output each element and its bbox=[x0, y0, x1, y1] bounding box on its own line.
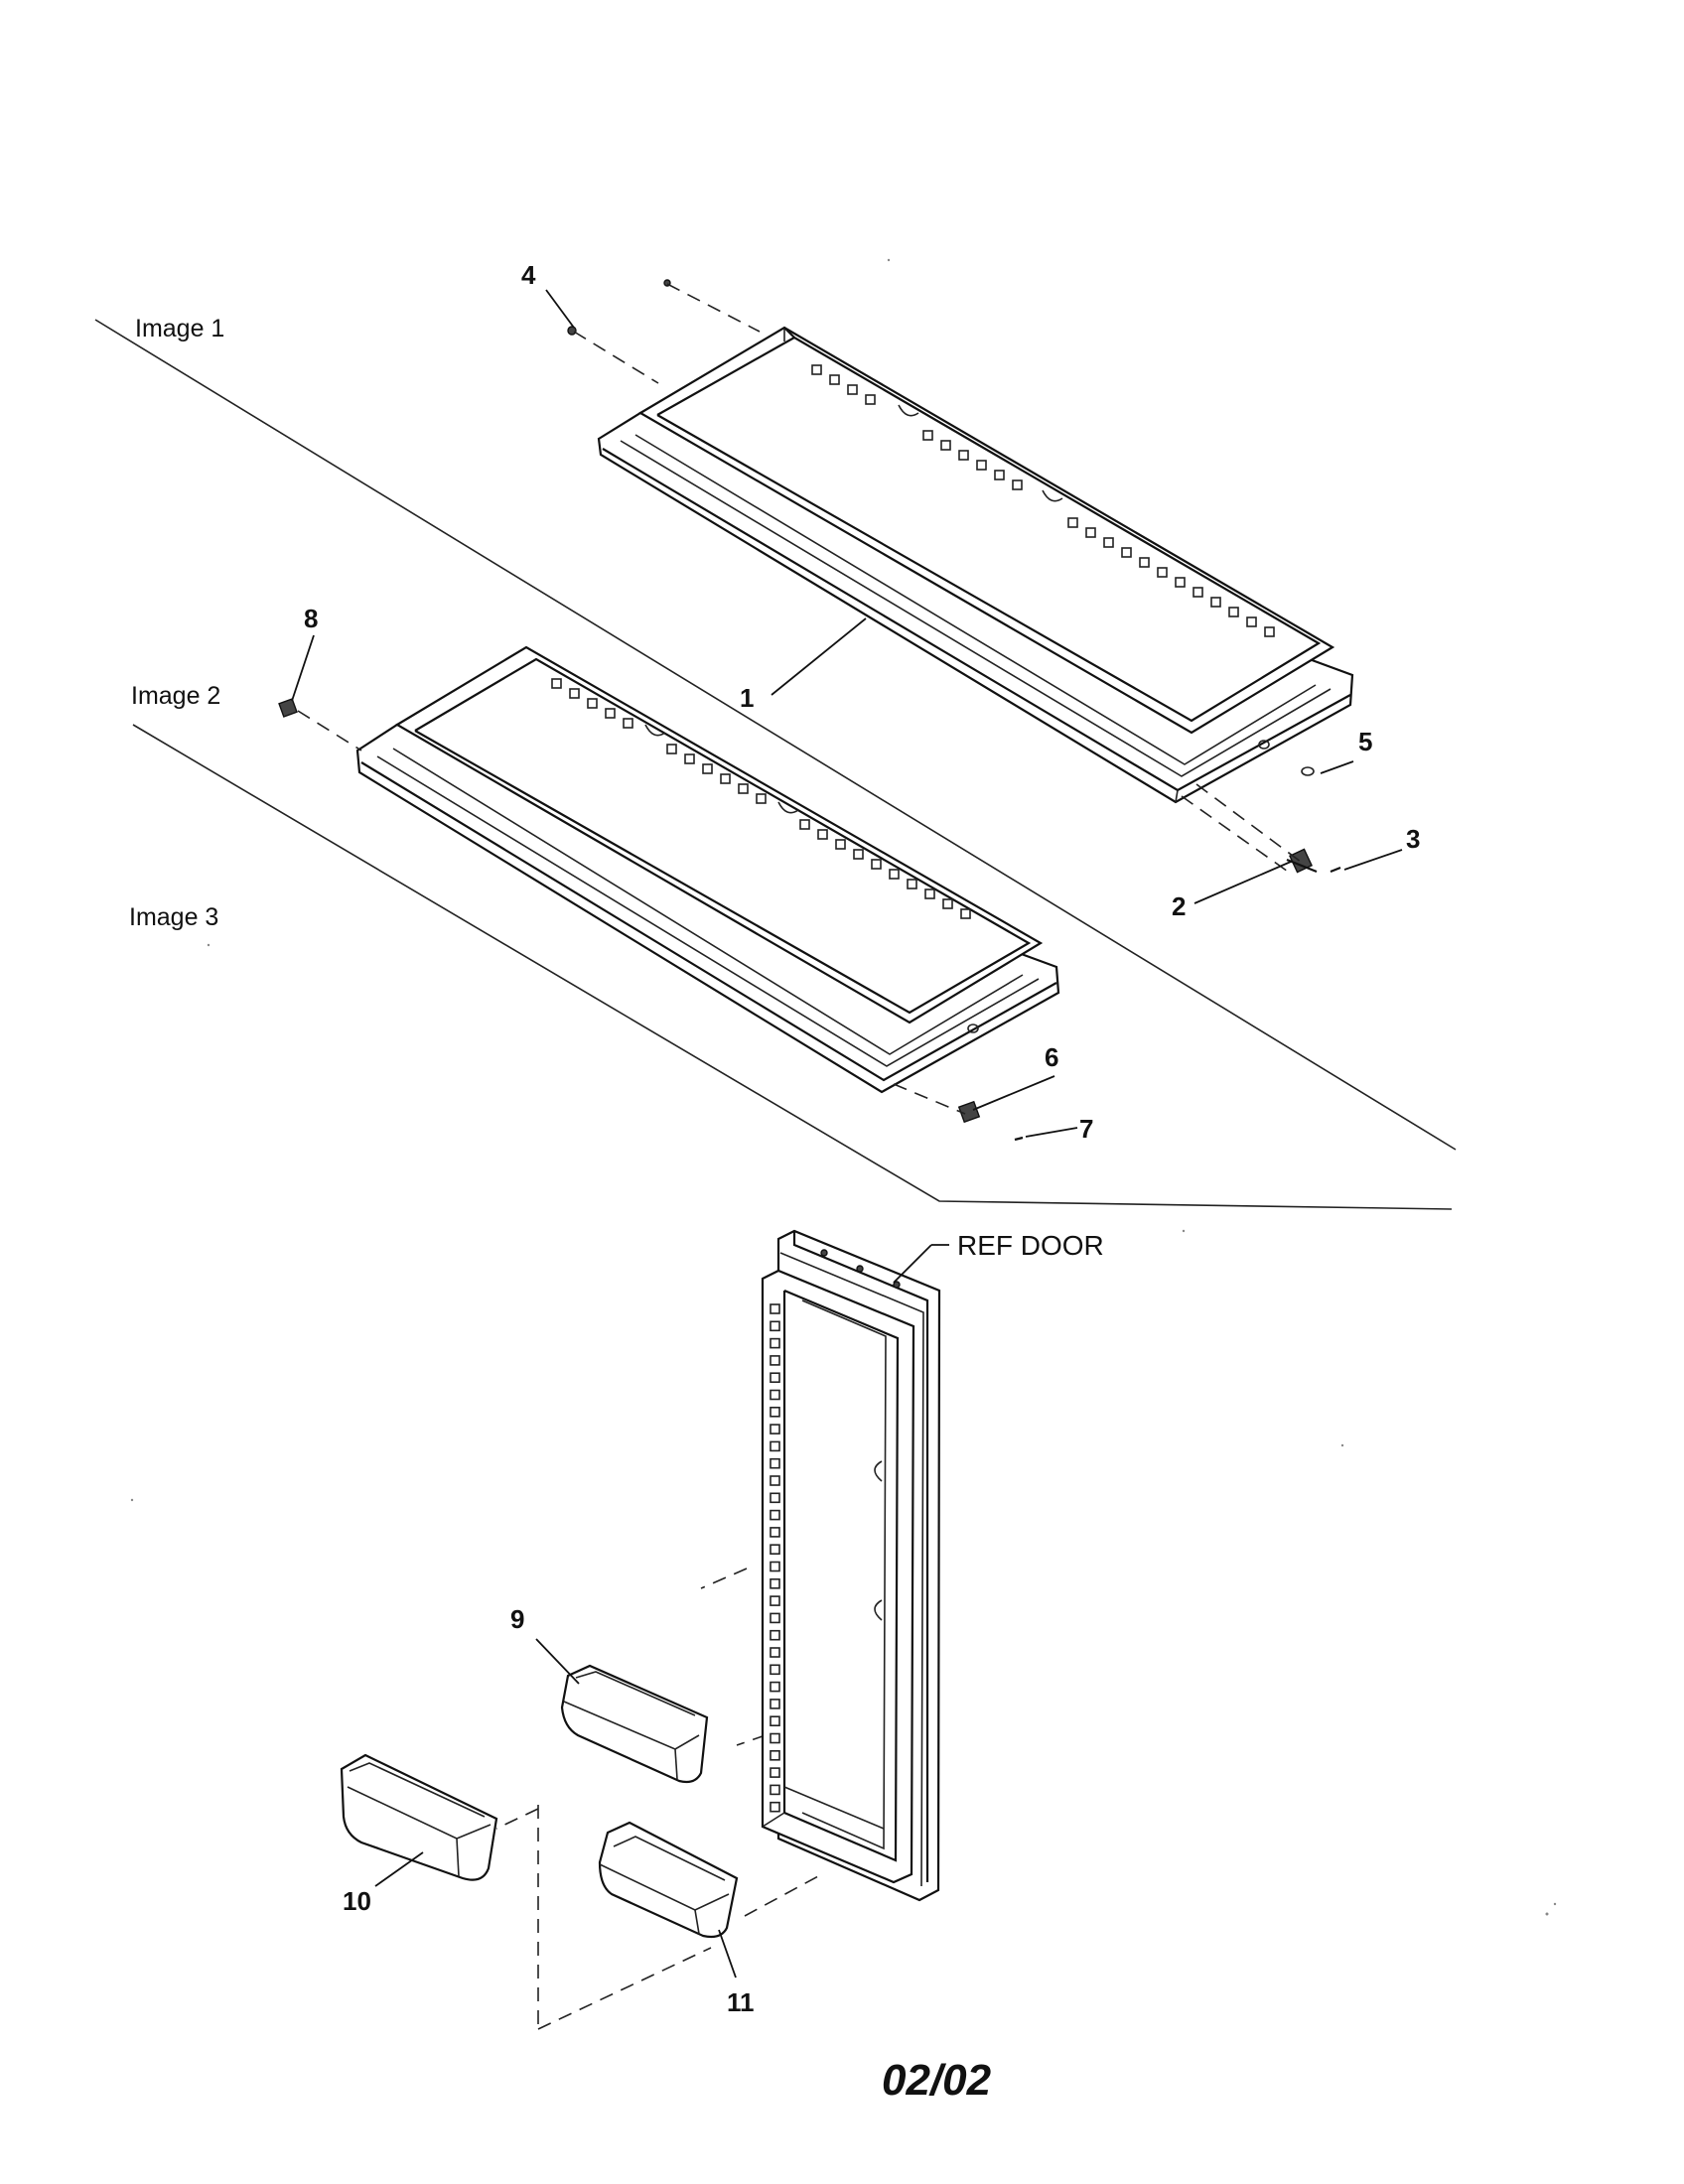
door-notch bbox=[770, 1372, 780, 1383]
door-notch bbox=[770, 1595, 780, 1606]
door-shelf-image-1 bbox=[597, 326, 1354, 804]
door-notch bbox=[770, 1681, 780, 1693]
callout-9: 9 bbox=[510, 1604, 524, 1634]
door-shelf-notches bbox=[770, 1303, 780, 1813]
door-notch bbox=[770, 1578, 780, 1589]
callout-3: 3 bbox=[1406, 824, 1420, 854]
callout-2: 2 bbox=[1172, 891, 1186, 921]
door-notch bbox=[770, 1561, 780, 1572]
door-notch bbox=[770, 1801, 780, 1813]
door-notch bbox=[770, 1355, 780, 1366]
screw-part-3 bbox=[1330, 866, 1341, 874]
door-bin-9 bbox=[560, 1664, 709, 1784]
door-notch bbox=[770, 1389, 780, 1401]
callout-5: 5 bbox=[1358, 727, 1372, 756]
refrigerator-door bbox=[761, 1229, 941, 1902]
door-notch bbox=[770, 1407, 780, 1418]
door-notch bbox=[770, 1647, 780, 1658]
callout-11: 11 bbox=[727, 1987, 755, 2017]
door-notch bbox=[770, 1732, 780, 1744]
screw-part-4 bbox=[567, 326, 577, 336]
section-label-image-1: Image 1 bbox=[135, 315, 224, 342]
ref-door-label: REF DOOR bbox=[957, 1230, 1104, 1261]
section-label-image-2: Image 2 bbox=[131, 682, 220, 710]
door-notch bbox=[770, 1664, 780, 1676]
callout-10: 10 bbox=[343, 1886, 371, 1916]
door-notch bbox=[770, 1612, 780, 1624]
section-label-image-3: Image 3 bbox=[129, 903, 218, 931]
door-notch bbox=[770, 1767, 780, 1778]
door-shelf-image-2 bbox=[355, 645, 1060, 1094]
ref-door-leader bbox=[893, 1244, 932, 1284]
screw-part-7 bbox=[1014, 1136, 1024, 1142]
door-notch bbox=[770, 1784, 780, 1796]
door-notch bbox=[770, 1699, 780, 1709]
door-notch bbox=[770, 1440, 780, 1452]
section-divider-lines bbox=[94, 319, 1457, 1210]
vent-slots-upper bbox=[811, 364, 1275, 637]
hinge-part-2 bbox=[1286, 848, 1318, 874]
door-notch bbox=[770, 1715, 780, 1726]
door-notch bbox=[770, 1303, 780, 1314]
door-notch bbox=[770, 1337, 780, 1349]
door-notch bbox=[770, 1492, 780, 1504]
callout-6: 6 bbox=[1045, 1042, 1058, 1072]
callout-leaders bbox=[291, 289, 1403, 1979]
door-notch bbox=[770, 1509, 780, 1521]
hardware-parts bbox=[278, 279, 1341, 1142]
page-number: 02/02 bbox=[882, 2056, 992, 2105]
callout-1: 1 bbox=[740, 683, 754, 713]
door-notch bbox=[770, 1457, 780, 1469]
door-notch bbox=[770, 1424, 780, 1434]
vent-slots-lower bbox=[551, 678, 971, 919]
bushing-part-8 bbox=[278, 698, 298, 718]
door-notch bbox=[770, 1544, 780, 1555]
washer-part-5 bbox=[1301, 766, 1315, 776]
callout-7: 7 bbox=[1079, 1114, 1093, 1144]
door-notch bbox=[770, 1475, 780, 1486]
door-bin-10 bbox=[340, 1753, 498, 1881]
door-notch bbox=[770, 1320, 780, 1332]
door-notch bbox=[770, 1527, 780, 1538]
scan-specks bbox=[130, 258, 1557, 1916]
door-bin-11 bbox=[598, 1821, 739, 1939]
door-notch bbox=[770, 1750, 780, 1761]
callout-8: 8 bbox=[304, 604, 318, 633]
door-notch bbox=[770, 1629, 780, 1641]
callout-4: 4 bbox=[521, 260, 536, 290]
